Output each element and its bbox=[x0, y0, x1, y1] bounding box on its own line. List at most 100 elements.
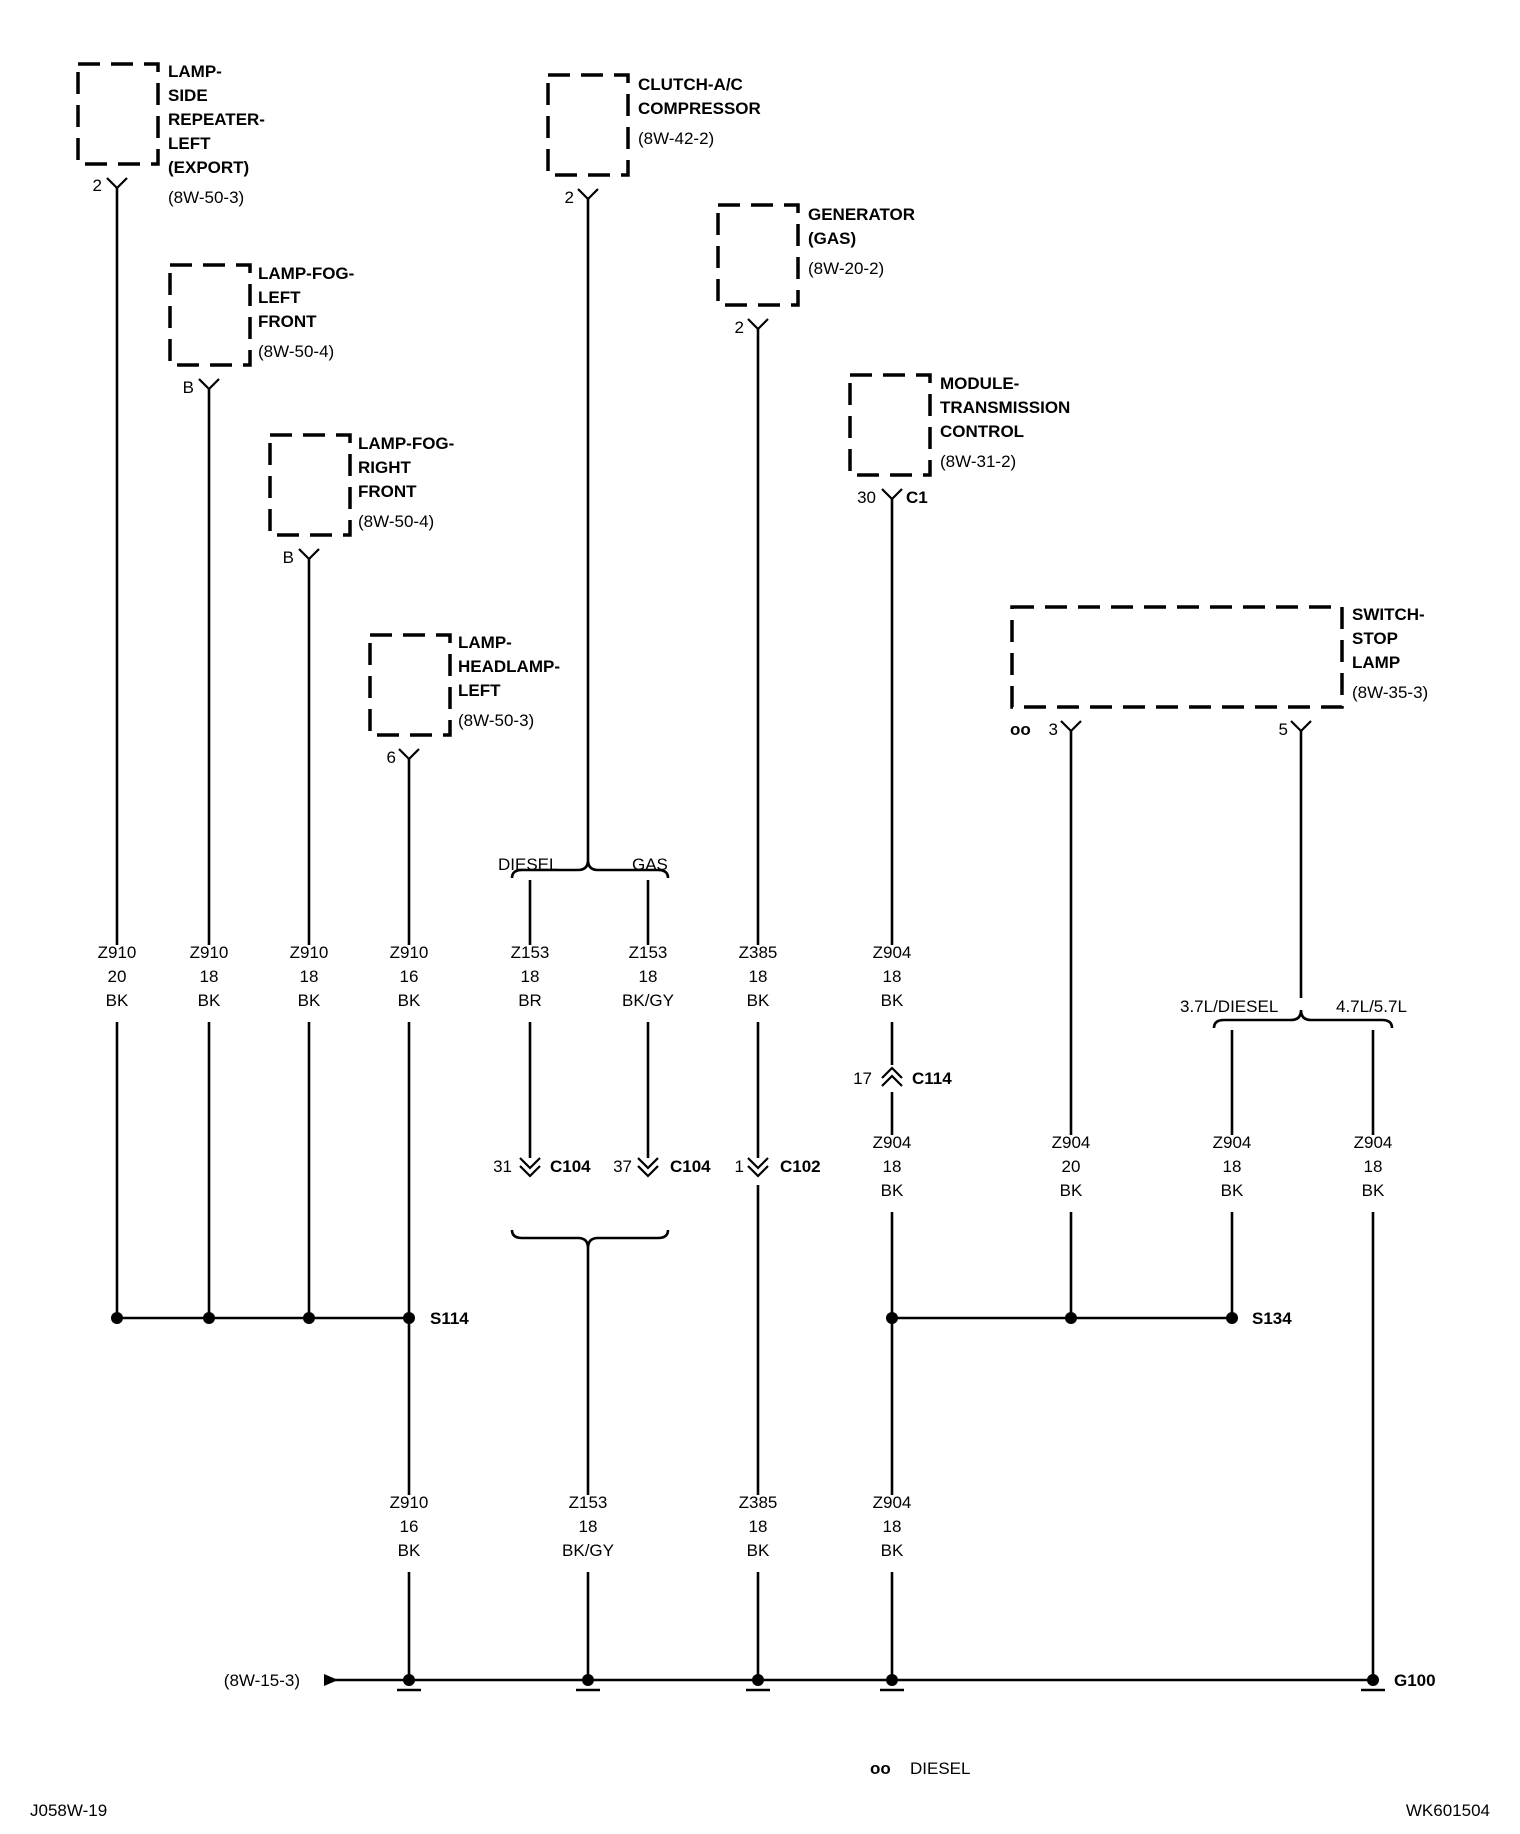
pin-symbol bbox=[881, 488, 903, 501]
svg-text:Z910: Z910 bbox=[390, 943, 429, 962]
ground-ref: (8W-15-3) bbox=[224, 1671, 300, 1690]
pin-symbol bbox=[298, 548, 320, 561]
svg-text:BK: BK bbox=[881, 1541, 904, 1560]
wire-label: Z904 18 BK bbox=[873, 943, 912, 1010]
ground-label-g100: G100 bbox=[1394, 1671, 1436, 1690]
svg-text:18: 18 bbox=[883, 967, 902, 986]
svg-text:BR: BR bbox=[518, 991, 542, 1010]
component-fog-lamp-right: LAMP-FOG- RIGHT FRONT (8W-50-4) B bbox=[268, 433, 454, 567]
ground-bus: (8W-15-3) G100 bbox=[224, 1671, 1436, 1692]
svg-text:C102: C102 bbox=[780, 1157, 821, 1176]
svg-text:Z910: Z910 bbox=[290, 943, 329, 962]
svg-text:20: 20 bbox=[1062, 1157, 1081, 1176]
component-name: LEFT bbox=[458, 681, 501, 700]
footer-diagram-code: J058W-19 bbox=[30, 1801, 107, 1820]
pin-label: 2 bbox=[93, 176, 102, 195]
svg-text:BK: BK bbox=[198, 991, 221, 1010]
svg-text:18: 18 bbox=[579, 1517, 598, 1536]
svg-text:16: 16 bbox=[400, 967, 419, 986]
svg-text:Z153: Z153 bbox=[569, 1493, 608, 1512]
component-name: LEFT bbox=[168, 134, 211, 153]
footer-figure-id: WK601504 bbox=[1406, 1801, 1490, 1820]
legend-text: DIESEL bbox=[910, 1759, 970, 1778]
svg-text:18: 18 bbox=[300, 967, 319, 986]
option-label-gas: GAS bbox=[632, 855, 668, 874]
component-fog-lamp-left: LAMP-FOG- LEFT FRONT (8W-50-4) B bbox=[168, 263, 354, 397]
wire-label: Z904 18 BK bbox=[1213, 1133, 1252, 1200]
pin-symbol bbox=[577, 188, 599, 201]
pin-label: 2 bbox=[735, 318, 744, 337]
svg-text:Z385: Z385 bbox=[739, 943, 778, 962]
svg-text:Z910: Z910 bbox=[98, 943, 137, 962]
component-name: LAMP bbox=[1352, 653, 1400, 672]
svg-text:Z904: Z904 bbox=[1354, 1133, 1393, 1152]
pin-symbol bbox=[1060, 720, 1082, 733]
pin-label: 30 bbox=[857, 488, 876, 507]
component-ref: (8W-50-3) bbox=[458, 711, 534, 730]
wire-label: Z910 16 BK bbox=[390, 943, 429, 1010]
svg-text:BK: BK bbox=[747, 991, 770, 1010]
component-generator: GENERATOR (GAS) (8W-20-2) 2 bbox=[716, 203, 915, 337]
svg-text:BK: BK bbox=[398, 1541, 421, 1560]
pin-symbol bbox=[106, 177, 128, 190]
wire-label: Z904 18 BK bbox=[1354, 1133, 1393, 1200]
svg-text:BK: BK bbox=[747, 1541, 770, 1560]
svg-text:1: 1 bbox=[735, 1157, 744, 1176]
component-name: LAMP-FOG- bbox=[358, 434, 454, 453]
pin-label: 5 bbox=[1279, 720, 1288, 739]
wire-label: Z904 18 BK bbox=[873, 1133, 912, 1200]
wire-label: Z910 18 BK bbox=[290, 943, 329, 1010]
component-side-repeater-lamp: LAMP- SIDE REPEATER- LEFT (EXPORT) (8W-5… bbox=[76, 62, 265, 207]
component-ref: (8W-31-2) bbox=[940, 452, 1016, 471]
svg-text:Z385: Z385 bbox=[739, 1493, 778, 1512]
wire-label: Z910 20 BK bbox=[98, 943, 137, 1010]
component-name: CLUTCH-A/C bbox=[638, 75, 743, 94]
component-name: MODULE- bbox=[940, 374, 1019, 393]
svg-text:BK: BK bbox=[398, 991, 421, 1010]
svg-text:18: 18 bbox=[883, 1157, 902, 1176]
wire-label: Z153 18 BK/GY bbox=[622, 943, 674, 1010]
component-name: SIDE bbox=[168, 86, 208, 105]
wire-label: Z385 18 BK bbox=[739, 1493, 778, 1560]
component-name: FRONT bbox=[258, 312, 317, 331]
pin-label: B bbox=[283, 548, 294, 567]
wire-label: Z153 18 BR bbox=[511, 943, 550, 1010]
pin-label: 2 bbox=[565, 188, 574, 207]
wire-label: Z910 18 BK bbox=[190, 943, 229, 1010]
component-clutch-ac-compressor: CLUTCH-A/C COMPRESSOR (8W-42-2) 2 bbox=[546, 73, 761, 207]
component-name: LAMP- bbox=[168, 62, 222, 81]
svg-text:18: 18 bbox=[1223, 1157, 1242, 1176]
svg-text:C114: C114 bbox=[912, 1069, 952, 1088]
svg-text:BK: BK bbox=[106, 991, 129, 1010]
component-headlamp-left: LAMP- HEADLAMP- LEFT (8W-50-3) 6 bbox=[368, 633, 560, 767]
svg-text:18: 18 bbox=[639, 967, 658, 986]
component-name: (EXPORT) bbox=[168, 158, 249, 177]
wire-labels: Z910 20 BK Z910 18 BK Z910 18 BK Z910 16… bbox=[98, 943, 1393, 1560]
svg-text:18: 18 bbox=[883, 1517, 902, 1536]
component-name: SWITCH- bbox=[1352, 605, 1425, 624]
wire-label: Z904 18 BK bbox=[873, 1493, 912, 1560]
svg-text:Z904: Z904 bbox=[1052, 1133, 1091, 1152]
svg-text:BK: BK bbox=[1221, 1181, 1244, 1200]
component-stop-lamp-switch: SWITCH- STOP LAMP (8W-35-3) oo 3 5 bbox=[1010, 605, 1428, 739]
svg-text:Z910: Z910 bbox=[190, 943, 229, 962]
svg-text:Z910: Z910 bbox=[390, 1493, 429, 1512]
pin-label: 6 bbox=[387, 748, 396, 767]
svg-text:18: 18 bbox=[1364, 1157, 1383, 1176]
component-name: HEADLAMP- bbox=[458, 657, 560, 676]
pin-symbol bbox=[398, 748, 420, 761]
svg-text:BK: BK bbox=[1362, 1181, 1385, 1200]
ground-symbol bbox=[1361, 1674, 1385, 1692]
svg-text:17: 17 bbox=[853, 1069, 872, 1088]
splice-dots bbox=[111, 1312, 1238, 1324]
component-ref: (8W-50-4) bbox=[358, 512, 434, 531]
legend-mark: oo bbox=[870, 1759, 891, 1778]
wires bbox=[115, 188, 1394, 1682]
ground-symbol bbox=[576, 1674, 600, 1692]
component-name: STOP bbox=[1352, 629, 1398, 648]
splice-label-s114: S114 bbox=[430, 1309, 469, 1328]
wire-label: Z153 18 BK/GY bbox=[562, 1493, 614, 1560]
svg-text:18: 18 bbox=[521, 967, 540, 986]
option-label-3-7l-diesel: 3.7L/DIESEL bbox=[1180, 997, 1278, 1016]
